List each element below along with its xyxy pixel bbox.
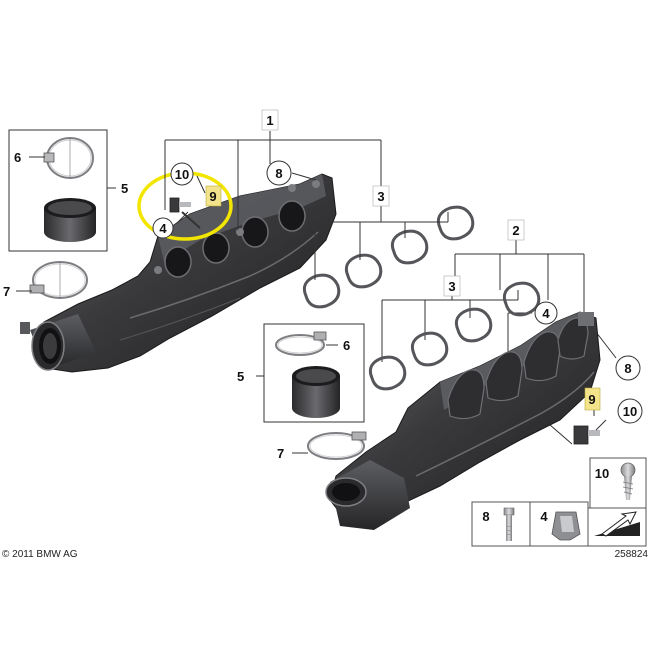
callout-8b-circle: [615, 355, 641, 381]
legend: [471, 457, 647, 547]
kit-box-left: [8, 129, 116, 252]
callout-1: 1: [266, 113, 273, 128]
hose-clamp-6-top: [43, 137, 94, 179]
callout-10b: 10: [623, 404, 637, 419]
callout-9b: 9: [588, 392, 595, 407]
callout-7b: 7: [277, 446, 284, 461]
callout-1-box: [261, 109, 279, 131]
callout-3a-box: [372, 185, 390, 207]
kit-box-left-frame: [8, 129, 108, 252]
callout-4a-circle: [152, 217, 174, 239]
callout-6a: 6: [14, 150, 21, 165]
callout-2: 2: [512, 223, 519, 238]
callout-8a-circle: [266, 160, 292, 186]
callout-4a: 4: [159, 221, 167, 236]
intake-manifold-right: [325, 311, 601, 530]
callout-4b-circle: [534, 301, 558, 325]
diagram-number: 258824: [615, 549, 649, 560]
callout-8a: 8: [275, 166, 282, 181]
callout-5a: 5: [121, 181, 128, 196]
callout-3b-box: [443, 275, 461, 297]
sensor-9-right: [573, 419, 607, 445]
kit-box-right: [256, 323, 365, 423]
hose-clamp-6-right: [275, 331, 327, 356]
callout-7a: 7: [3, 284, 10, 299]
copyright-text: © 2011 BMW AG: [2, 549, 78, 560]
callout-4b: 4: [542, 306, 550, 321]
coupling-sleeve-right: [292, 366, 340, 418]
intake-manifold-left: [20, 173, 337, 373]
callout-10b-circle: [617, 398, 643, 424]
callout-2-box: [507, 219, 525, 241]
gaskets-right: [368, 281, 541, 391]
callout-10a: 10: [175, 167, 189, 182]
callout-9a-highlight: [205, 185, 222, 207]
callout-6b: 6: [343, 338, 350, 353]
coupling-sleeve-top: [44, 198, 96, 242]
callout-3b: 3: [448, 279, 455, 294]
callout-5b: 5: [237, 369, 244, 384]
callout-9b-highlight: [584, 387, 601, 411]
legend-10: 10: [595, 466, 609, 481]
leader-lines-top: [164, 131, 449, 280]
legend-4: 4: [540, 509, 548, 524]
screw-icon: [620, 462, 636, 500]
wedge-arrow-icon: [594, 511, 640, 537]
gaskets-left: [302, 205, 475, 309]
bolt-icon: [503, 507, 515, 541]
clip-icon: [551, 511, 581, 541]
callout-3a: 3: [377, 189, 384, 204]
legend-8: 8: [482, 509, 489, 524]
callout-10a-circle: [170, 162, 194, 186]
callout-9a: 9: [209, 189, 216, 204]
hose-clamp-7-right: [307, 431, 367, 460]
hose-clamp-7-left: [29, 261, 88, 299]
callout-8b: 8: [624, 361, 631, 376]
